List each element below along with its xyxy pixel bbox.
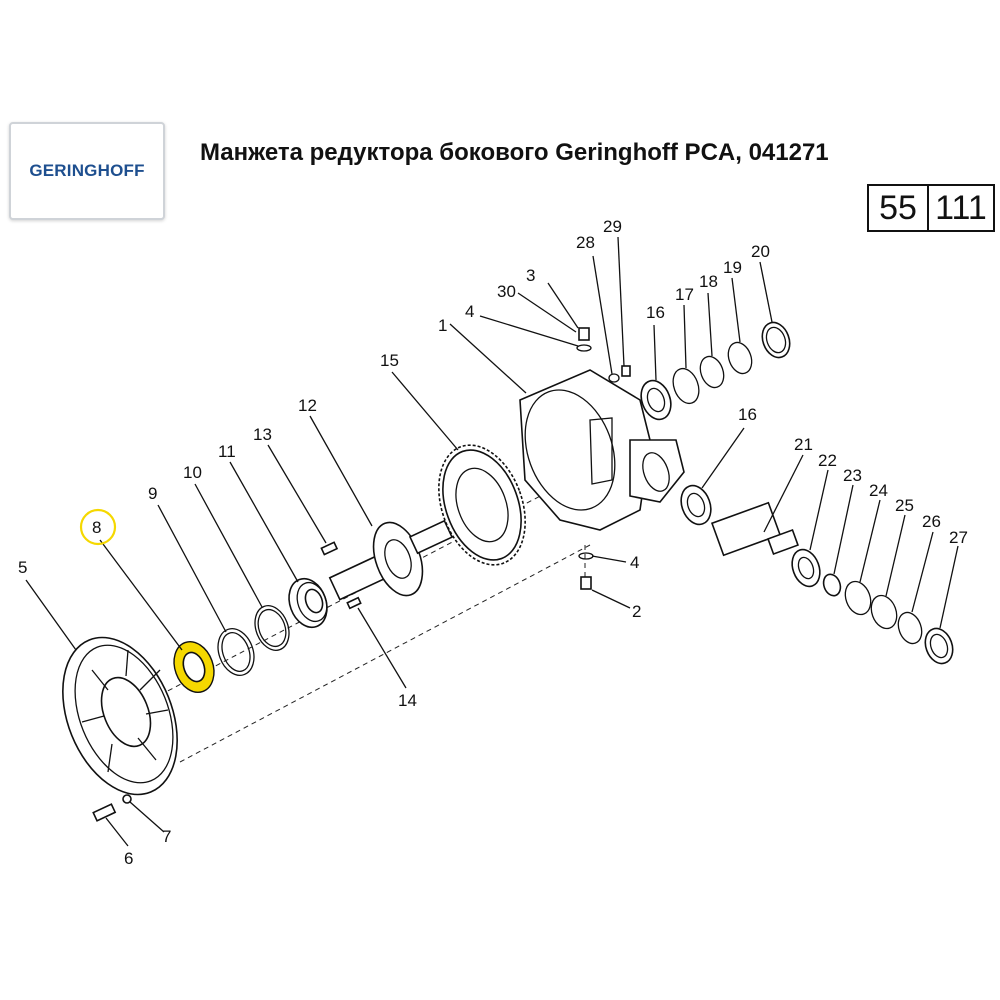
label-16-top: 16 xyxy=(646,303,665,322)
page-section: 55 xyxy=(869,186,929,230)
part-26-snap-ring xyxy=(897,611,923,645)
label-16-bottom: 16 xyxy=(738,405,757,424)
part-24-ring xyxy=(844,580,872,616)
part-20-seal xyxy=(761,321,791,359)
part-1-housing xyxy=(519,369,685,531)
part-17-ring xyxy=(672,367,700,405)
label-13: 13 xyxy=(253,425,272,444)
label-9: 9 xyxy=(148,484,157,503)
page-number: 111 xyxy=(935,188,987,227)
label-7: 7 xyxy=(162,827,171,846)
label-23: 23 xyxy=(843,466,862,485)
label-1: 1 xyxy=(438,316,447,335)
part-9-snap-ring xyxy=(217,628,255,676)
part-16-bearing-upper xyxy=(640,379,672,421)
label-20: 20 xyxy=(751,242,770,261)
part-5-end-cover xyxy=(62,636,178,796)
logo-text: GERINGHOFF xyxy=(29,161,145,180)
label-3: 3 xyxy=(526,266,535,285)
part-4-oring-top xyxy=(576,344,592,352)
label-27: 27 xyxy=(949,528,968,547)
part-28-washer xyxy=(608,373,620,383)
part-23-ring xyxy=(822,573,842,597)
part-13-bolt xyxy=(320,541,339,556)
part-3-plug xyxy=(578,327,590,341)
part-16-bearing-lower xyxy=(680,484,712,526)
part-labels: 5 8 9 10 11 13 12 15 14 1 4 30 3 28 29 1… xyxy=(18,217,968,868)
geringhoff-logo: GERINGHOFF xyxy=(9,122,165,220)
label-29: 29 xyxy=(603,217,622,236)
part-25-ring xyxy=(870,594,898,630)
label-21: 21 xyxy=(794,435,813,454)
page-title: Манжета редуктора бокового Geringhoff PC… xyxy=(200,139,829,166)
label-22: 22 xyxy=(818,451,837,470)
label-30: 30 xyxy=(497,282,516,301)
part-8-seal xyxy=(173,641,215,693)
label-2: 2 xyxy=(632,602,641,621)
label-6: 6 xyxy=(124,849,133,868)
label-28: 28 xyxy=(576,233,595,252)
label-15: 15 xyxy=(380,351,399,370)
label-26: 26 xyxy=(922,512,941,531)
part-2-drain-plug xyxy=(580,576,592,590)
label-18: 18 xyxy=(699,272,718,291)
label-11: 11 xyxy=(218,442,236,461)
label-14: 14 xyxy=(398,691,417,710)
part-22-bearing xyxy=(791,548,821,588)
part-27-seal xyxy=(924,627,954,665)
leader-lines xyxy=(25,236,959,847)
page-number-box: 55 111 xyxy=(867,184,995,232)
label-24: 24 xyxy=(869,481,888,500)
label-19: 19 xyxy=(723,258,742,277)
part-19-snap-ring xyxy=(727,341,753,375)
part-21-pinion-shaft xyxy=(710,501,799,557)
label-5: 5 xyxy=(18,558,27,577)
part-11-bearing xyxy=(288,577,328,629)
label-4-top: 4 xyxy=(465,302,474,321)
part-15-ring-gear xyxy=(438,444,526,566)
label-8: 8 xyxy=(92,518,101,537)
part-12-hub-shaft xyxy=(328,519,454,601)
part-29-plug xyxy=(621,365,631,377)
part-10-ring xyxy=(254,605,290,651)
part-14-pin xyxy=(346,596,362,610)
label-10: 10 xyxy=(183,463,202,482)
label-25: 25 xyxy=(895,496,914,515)
part-7-washer xyxy=(122,794,132,804)
part-8-highlight-circle xyxy=(79,508,117,546)
part-18-ring xyxy=(699,355,725,389)
label-12: 12 xyxy=(298,396,317,415)
part-6-bolt xyxy=(92,803,117,822)
part-4-oring-bottom xyxy=(578,552,594,560)
label-17: 17 xyxy=(675,285,694,304)
label-4-bottom: 4 xyxy=(630,553,639,572)
